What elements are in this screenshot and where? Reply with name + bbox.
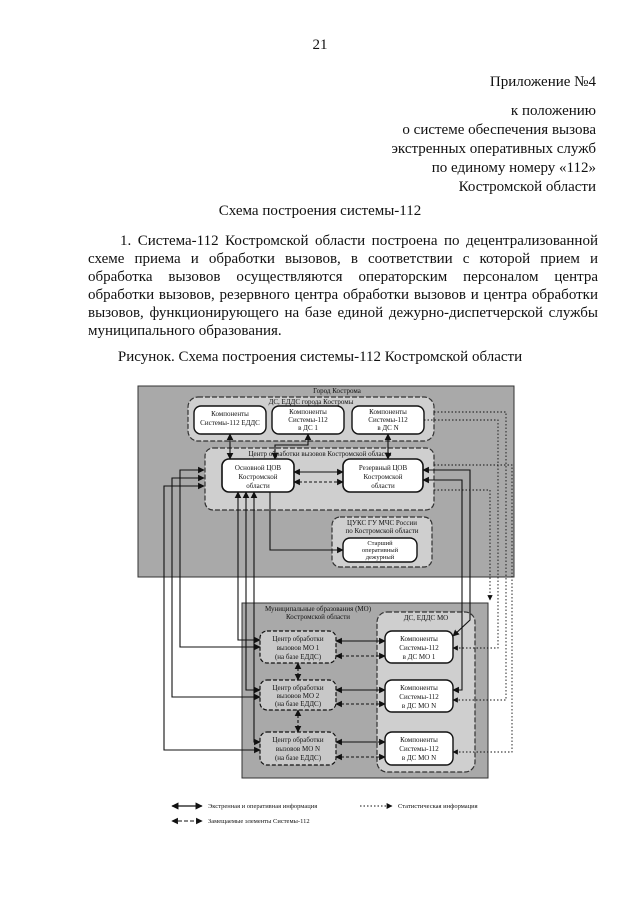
cuks-group-line: по Костромской области xyxy=(345,527,418,535)
comp-mon-line: Компоненты xyxy=(400,736,438,744)
reserve-to-comp-mo2 xyxy=(422,476,463,694)
legend-replaced: Замещаемые элементы Системы-112 xyxy=(171,817,310,825)
stat-dsn xyxy=(434,411,507,703)
legend-emergency-label: Экстренная и оперативная информация xyxy=(208,803,317,810)
legend-replaced-label: Замещаемые элементы Системы-112 xyxy=(208,818,310,825)
senior-duty-line: Старший xyxy=(367,540,393,547)
appendix-line: к положению xyxy=(510,103,596,119)
schema-title: Схема построения системы-112 xyxy=(218,203,422,219)
comp-dsn-box: Компоненты Системы-112 в ДС N xyxy=(351,405,425,435)
comp-mo1-line: в ДС МО 1 xyxy=(403,653,436,661)
cov-mo2-box: Центр обработки вызовов МО 2 (на базе ЕД… xyxy=(259,679,337,711)
cov-mo2-line: (на базе ЕДДС) xyxy=(275,700,322,708)
appendix-title: Приложение №4 xyxy=(489,74,596,90)
city-region-label: Город Кострома xyxy=(313,387,362,395)
ds1-to-main-cov xyxy=(271,433,312,460)
cov-mon-box: Центр обработки вызовов МО N (на базе ЕД… xyxy=(259,731,337,766)
appendix-line: Костромской области xyxy=(458,179,596,195)
senior-duty-line: дежурный xyxy=(366,554,395,561)
comp-mo2-line: Системы-112 xyxy=(399,693,439,701)
cov-mon-line: вызовов МО N xyxy=(276,745,320,753)
main-cov-box: Основной ЦОВ Костромской области xyxy=(221,458,295,493)
cov-mon-line: (на базе ЕДДС) xyxy=(275,754,322,762)
cov-mo2-line: Центр обработки xyxy=(272,684,323,692)
stat-reserve xyxy=(434,464,513,755)
figure-caption: Рисунок. Схема построения системы-112 Ко… xyxy=(117,349,523,365)
ds-edds-mo-label: ДС, ЕДДС МО xyxy=(404,614,448,622)
reserve-cov-line: Резервный ЦОВ xyxy=(359,464,408,472)
main-to-cov-mon xyxy=(163,482,261,754)
comp-mo1-line: Компоненты xyxy=(400,635,438,643)
comp-mon-line: в ДС МО N xyxy=(402,754,436,762)
main-to-senior-duty xyxy=(269,492,344,554)
comp-mon-line: Системы-112 xyxy=(399,745,439,753)
cov-mo1-line: Центр обработки xyxy=(272,635,323,643)
comp-dsn-line: в ДС N xyxy=(377,424,398,432)
stat-main xyxy=(434,489,493,601)
comp-ds1-line: Системы-112 xyxy=(288,416,328,424)
comp-dsn-line: Компоненты xyxy=(369,408,407,416)
comp-mo2-line: Компоненты xyxy=(400,684,438,692)
cov-mo2-line: вызовов МО 2 xyxy=(277,692,320,700)
comp-edds-line: Компоненты xyxy=(211,410,249,418)
comp-ds1-line: Компоненты xyxy=(289,408,327,416)
cov-mo1-box: Центр обработки вызовов МО 1 (на базе ЕД… xyxy=(259,630,337,664)
reserve-cov-line: Костромской xyxy=(364,473,403,481)
comp-edds-box: Компоненты Системы-112 ЕДДС xyxy=(193,405,267,435)
legend-stat: Статистическая информация xyxy=(360,803,478,810)
senior-duty-box: Старший оперативный дежурный xyxy=(342,537,418,563)
main-cov-line: Основной ЦОВ xyxy=(235,464,281,472)
mo-region-line: Муниципальные образования (МО) xyxy=(265,605,372,613)
comp-mo2-line: в ДС МО N xyxy=(402,702,436,710)
reserve-cov-line: области xyxy=(371,482,395,490)
comp-ds1-line: в ДС 1 xyxy=(298,424,318,432)
cov-mo1-line: вызовов МО 1 xyxy=(277,644,320,652)
stat-connectors xyxy=(424,411,513,755)
legend-stat-label: Статистическая информация xyxy=(398,803,478,810)
cov-mo1-line: (на базе ЕДДС) xyxy=(275,653,322,661)
appendix-subtitle: к положению о системе обеспечения вызова… xyxy=(391,102,596,197)
cuks-group-line: ЦУКС ГУ МЧС России xyxy=(347,519,417,527)
appendix-line: экстренных оперативных служб xyxy=(391,141,596,157)
connectors xyxy=(163,433,471,761)
comp-mon-box: Компоненты Системы-112 в ДС МО N xyxy=(384,731,454,766)
senior-duty-line: оперативный xyxy=(362,547,399,554)
cov-mon-line: Центр обработки xyxy=(272,736,323,744)
appendix-line: по единому номеру «112» xyxy=(431,160,596,176)
legend: Экстренная и оперативная информация Стат… xyxy=(171,802,478,825)
cov-group-label: Центр обработки вызовов Костромской обла… xyxy=(248,450,391,458)
main-cov-line: Костромской xyxy=(239,473,278,481)
comp-dsn-line: Системы-112 xyxy=(368,416,408,424)
comp-ds1-box: Компоненты Системы-112 в ДС 1 xyxy=(271,405,345,435)
page-number: 21 xyxy=(312,37,328,53)
body-paragraph: 1. Система-112 Костромской области постр… xyxy=(88,233,598,339)
main-cov-line: области xyxy=(246,482,270,490)
comp-mo1-box: Компоненты Системы-112 в ДС МО 1 xyxy=(384,630,454,664)
main-to-mo-direct-3 xyxy=(250,491,261,746)
legend-emergency: Экстренная и оперативная информация xyxy=(171,802,317,810)
comp-edds-line: Системы-112 ЕДДС xyxy=(200,419,260,427)
mo-region-line: Костромской области xyxy=(286,613,350,621)
comp-mo2-box: Компоненты Системы-112 в ДС МО N xyxy=(384,679,454,713)
ds-city-group-label: ДС, ЕДДС города Костромы xyxy=(269,398,354,406)
reserve-cov-box: Резервный ЦОВ Костромской области xyxy=(342,458,424,493)
comp-mo1-line: Системы-112 xyxy=(399,644,439,652)
appendix-line: о системе обеспечения вызова xyxy=(402,122,596,138)
